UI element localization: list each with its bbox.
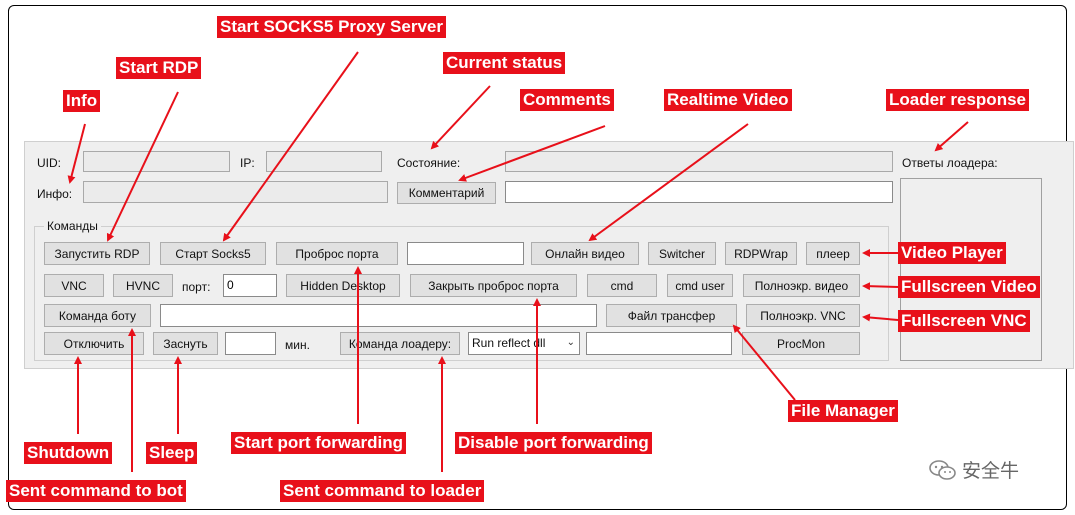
annotation-fullscreen-video: Fullscreen Video xyxy=(898,276,1040,298)
annotation-video-player: Video Player xyxy=(898,242,1006,264)
ip-label: IP: xyxy=(240,156,255,170)
file-transfer-button[interactable]: Файл трансфер xyxy=(606,304,737,327)
port-label: порт: xyxy=(182,280,211,294)
fullscreen-vnc-button[interactable]: Полноэкр. VNC xyxy=(746,304,860,327)
uid-field xyxy=(83,151,230,172)
loader-answers-label: Ответы лоадера: xyxy=(902,156,998,170)
sleep-minutes-input[interactable] xyxy=(225,332,276,355)
commands-group xyxy=(34,226,889,361)
annotation-sleep: Sleep xyxy=(146,442,198,464)
run-reflect-dll-value: Run reflect dll xyxy=(472,336,546,350)
bot-command-button[interactable]: Команда боту xyxy=(44,304,151,327)
run-reflect-dll-select[interactable]: Run reflect dll ⌄ xyxy=(468,332,580,355)
close-port-forward-button[interactable]: Закрыть проброс порта xyxy=(410,274,577,297)
comment-button[interactable]: Комментарий xyxy=(397,182,496,204)
annotation-fullscreen-vnc: Fullscreen VNC xyxy=(898,310,1030,332)
port-forward-input[interactable] xyxy=(407,242,524,265)
status-label: Состояние: xyxy=(397,156,461,170)
annotation-info: Info xyxy=(63,90,101,112)
annotation-realtime-video: Realtime Video xyxy=(664,89,792,111)
annotation-sent-command-bot: Sent command to bot xyxy=(6,480,186,502)
comment-input[interactable] xyxy=(505,181,893,203)
hvnc-button[interactable]: HVNC xyxy=(113,274,173,297)
commands-group-title: Команды xyxy=(44,219,101,233)
start-rdp-button[interactable]: Запустить RDP xyxy=(44,242,150,265)
annotation-shutdown: Shutdown xyxy=(24,442,113,464)
fullscreen-video-button[interactable]: Полноэкр. видео xyxy=(743,274,860,297)
status-field xyxy=(505,151,893,172)
player-button[interactable]: плеер xyxy=(806,242,860,265)
procmon-button[interactable]: ProcMon xyxy=(742,332,860,355)
sleep-button[interactable]: Заснуть xyxy=(153,332,218,355)
loader-command-input[interactable] xyxy=(586,332,732,355)
annotation-status: Current status xyxy=(443,52,566,74)
annotation-loader-response: Loader response xyxy=(886,89,1029,111)
online-video-button[interactable]: Онлайн видео xyxy=(531,242,639,265)
switcher-button[interactable]: Switcher xyxy=(648,242,716,265)
wechat-icon xyxy=(929,459,956,480)
annotation-rdp: Start RDP xyxy=(116,57,202,79)
loader-answers-box[interactable] xyxy=(900,178,1042,361)
watermark: 安全牛 xyxy=(928,456,1019,483)
hidden-desktop-button[interactable]: Hidden Desktop xyxy=(286,274,400,297)
disconnect-button[interactable]: Отключить xyxy=(44,332,144,355)
rdpwrap-button[interactable]: RDPWrap xyxy=(725,242,797,265)
info-label: Инфо: xyxy=(37,187,73,201)
loader-command-button[interactable]: Команда лоадеру: xyxy=(340,332,460,355)
bot-command-input[interactable] xyxy=(160,304,597,327)
annotation-sent-command-loader: Sent command to loader xyxy=(280,480,485,502)
ip-field xyxy=(266,151,382,172)
annotation-comments: Comments xyxy=(520,89,614,111)
cmd-button[interactable]: cmd xyxy=(587,274,657,297)
info-field xyxy=(83,181,388,203)
uid-label: UID: xyxy=(37,156,61,170)
minutes-label: мин. xyxy=(285,338,310,352)
annotation-start-port-forwarding: Start port forwarding xyxy=(231,432,407,454)
port-input[interactable]: 0 xyxy=(223,274,277,297)
annotation-disable-port-forwarding: Disable port forwarding xyxy=(455,432,652,454)
port-forward-button[interactable]: Проброс порта xyxy=(276,242,398,265)
cmd-user-button[interactable]: cmd user xyxy=(667,274,733,297)
annotation-socks5: Start SOCKS5 Proxy Server xyxy=(217,16,446,38)
chevron-down-icon[interactable]: ⌄ xyxy=(566,337,575,348)
start-socks5-button[interactable]: Старт Socks5 xyxy=(160,242,266,265)
watermark-text: 安全牛 xyxy=(962,461,1020,482)
annotation-file-manager: File Manager xyxy=(788,400,898,422)
vnc-button[interactable]: VNC xyxy=(44,274,104,297)
